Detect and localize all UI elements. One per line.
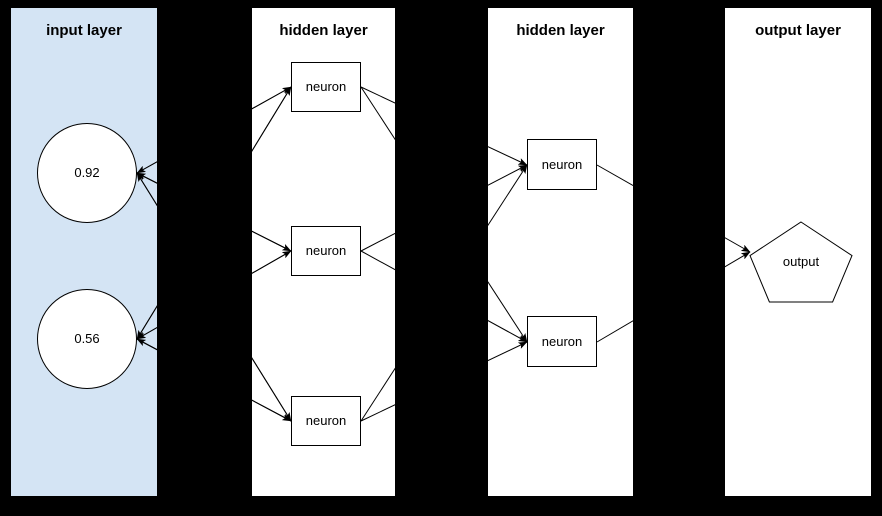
layer-title-input: input layer bbox=[46, 22, 122, 39]
layer-title-output: output layer bbox=[755, 22, 841, 39]
neuron-label: neuron bbox=[305, 413, 347, 428]
neuron-box[interactable]: neuron bbox=[527, 139, 597, 190]
input-node-value: 0.92 bbox=[74, 165, 100, 180]
neuron-label: neuron bbox=[541, 333, 583, 349]
neuron-box[interactable]: neuron bbox=[291, 62, 361, 112]
neuron-box[interactable]: neuron bbox=[291, 396, 361, 446]
layer-title-hidden-1: hidden layer bbox=[279, 22, 368, 39]
input-node-value: 0.56 bbox=[74, 331, 100, 346]
neuron-label: neuron bbox=[305, 243, 347, 258]
neuron-box[interactable]: neuron bbox=[527, 316, 597, 367]
input-node-circle[interactable]: 0.92 bbox=[37, 123, 137, 223]
layer-title-hidden-2: hidden layer bbox=[516, 22, 605, 39]
neuron-label: neuron bbox=[305, 79, 347, 94]
input-node-circle[interactable]: 0.56 bbox=[37, 289, 137, 389]
layer-panel-input bbox=[11, 8, 157, 496]
neuron-label: neuron bbox=[541, 156, 583, 172]
neuron-box[interactable]: neuron bbox=[291, 226, 361, 276]
layer-panel-hidden-2 bbox=[488, 8, 633, 496]
layer-panel-output bbox=[725, 8, 871, 496]
